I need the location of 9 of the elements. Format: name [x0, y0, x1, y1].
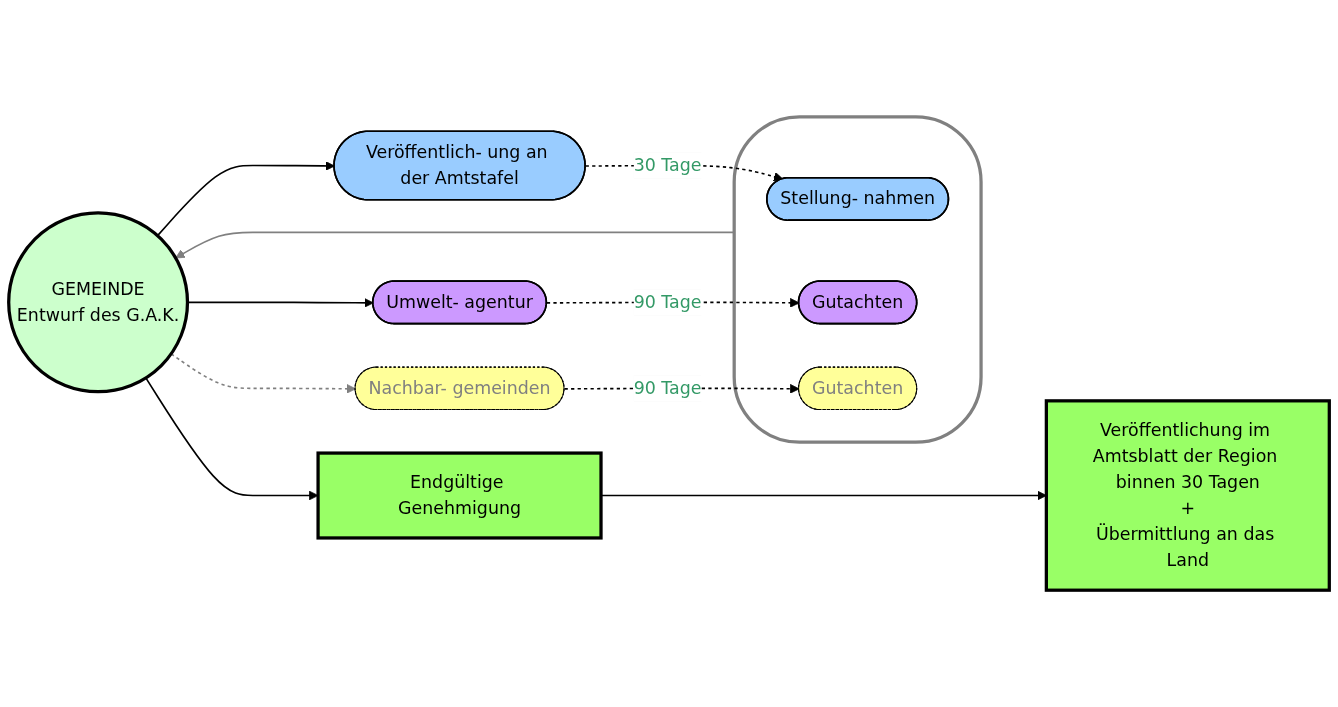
edge-label: 30 Tage [633, 154, 702, 176]
node-box: Veröffentlichung im Amtsblatt der Region binnen 30 Tagen + Übermittlung an das Land [1044, 399, 1331, 592]
node-circle: GEMEINDE Entwurf des G.A.K. [7, 211, 190, 394]
arrow [156, 161, 335, 237]
cluster [732, 115, 983, 444]
edge-label: 90 Tage [633, 377, 702, 399]
arrow [175, 231, 735, 259]
node-box: Endgültige Genehmigung [316, 451, 603, 540]
edge-label: 90 Tage [633, 291, 702, 313]
